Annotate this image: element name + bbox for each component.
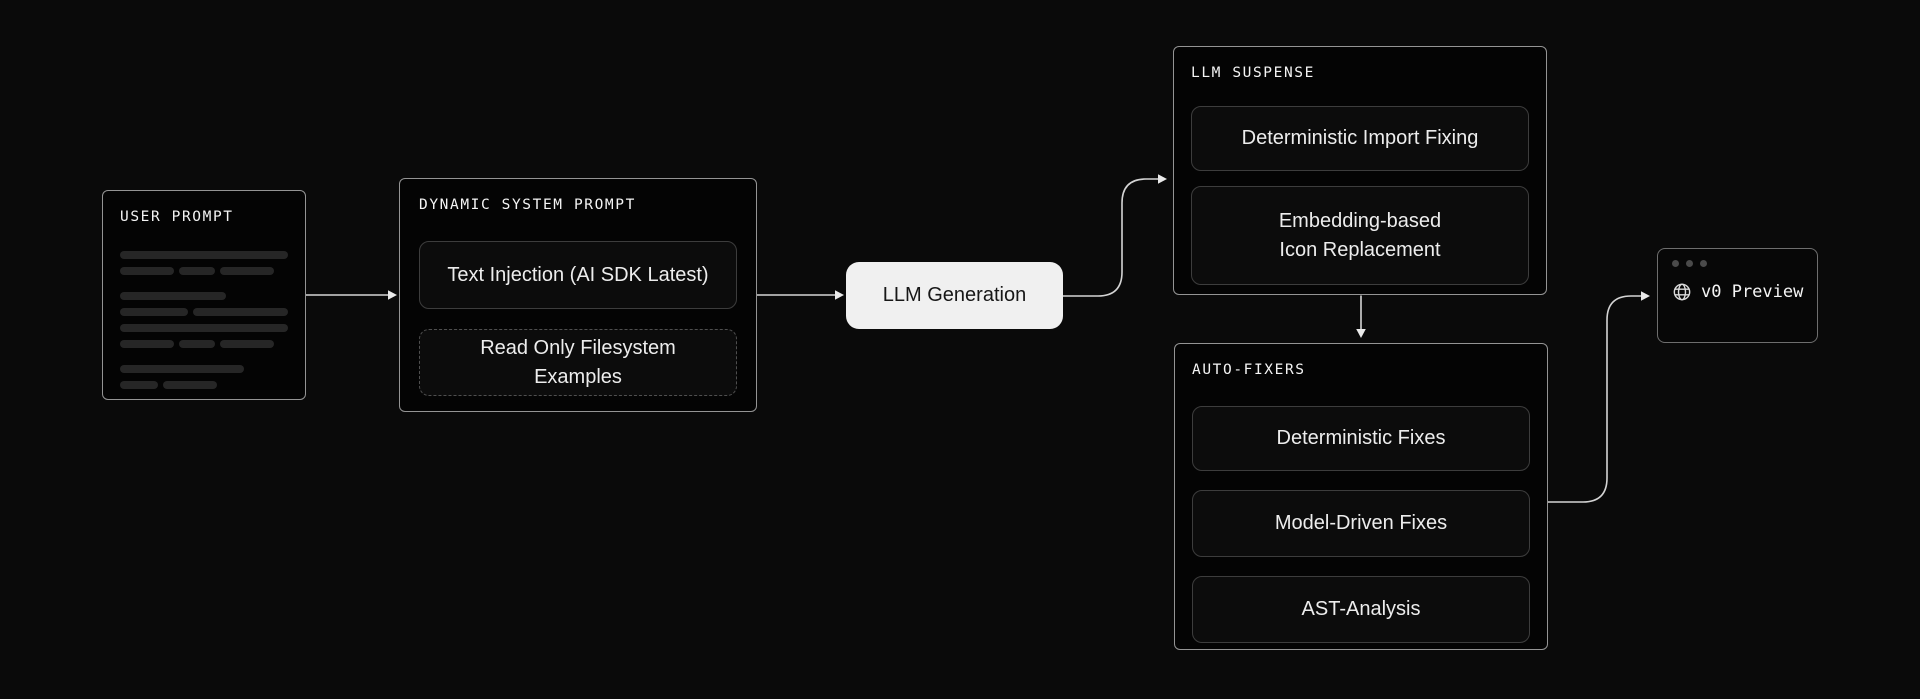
skeleton-bar xyxy=(163,381,217,389)
window-control-dots xyxy=(1672,260,1803,267)
skeleton-bar xyxy=(193,308,288,316)
node-llm-suspense: LLM SUSPENSE Deterministic Import Fixing… xyxy=(1173,46,1547,295)
skeleton-bar xyxy=(120,251,288,259)
node-v0-preview: v0 Preview xyxy=(1657,248,1818,343)
skeleton-row xyxy=(120,251,288,259)
skeleton-bar xyxy=(179,267,215,275)
skeleton-row xyxy=(120,324,288,332)
edge-dynamic-system-prompt-to-llm-generation xyxy=(756,290,844,300)
edge-llm-generation-to-llm-suspense xyxy=(1062,174,1167,297)
skeleton-row xyxy=(120,381,288,389)
node-llm-generation: LLM Generation xyxy=(846,262,1063,329)
window-dot xyxy=(1672,260,1679,267)
node-user-prompt: USER PROMPT xyxy=(102,190,306,400)
llm-suspense-title: LLM SUSPENSE xyxy=(1191,65,1315,81)
node-item-ast-analysis: AST-Analysis xyxy=(1192,576,1530,643)
skeleton-bar xyxy=(120,292,226,300)
skeleton-bar xyxy=(220,267,274,275)
window-dot xyxy=(1686,260,1693,267)
prompt-skeleton-text xyxy=(120,251,288,389)
node-item-model-driven-fixes: Model-Driven Fixes xyxy=(1192,490,1530,557)
edge-llm-suspense-to-auto-fixers xyxy=(1356,295,1366,338)
node-item-text-injection: Text Injection (AI SDK Latest) xyxy=(419,241,737,309)
skeleton-bar xyxy=(120,381,158,389)
skeleton-row xyxy=(120,340,288,348)
skeleton-row xyxy=(120,267,288,275)
globe-icon xyxy=(1673,283,1691,301)
skeleton-row xyxy=(120,365,288,373)
v0-preview-label: v0 Preview xyxy=(1701,282,1804,302)
node-item-read-only-filesystem-examples: Read Only Filesystem Examples xyxy=(419,329,737,396)
dynamic-system-prompt-title: DYNAMIC SYSTEM PROMPT xyxy=(419,197,636,213)
skeleton-bar xyxy=(179,340,215,348)
node-item-deterministic-fixes: Deterministic Fixes xyxy=(1192,406,1530,471)
node-auto-fixers: AUTO-FIXERS Deterministic Fixes Model-Dr… xyxy=(1174,343,1548,650)
skeleton-bar xyxy=(120,340,174,348)
skeleton-bar xyxy=(120,308,189,316)
node-item-embedding-based-icon-replacement: Embedding-based Icon Replacement xyxy=(1191,186,1529,285)
node-item-deterministic-import-fixing: Deterministic Import Fixing xyxy=(1191,106,1529,171)
skeleton-bar xyxy=(120,365,244,373)
skeleton-bar xyxy=(120,324,288,332)
skeleton-row xyxy=(120,292,288,300)
edge-user-prompt-to-dynamic-system-prompt xyxy=(305,290,397,300)
auto-fixers-title: AUTO-FIXERS xyxy=(1192,362,1306,378)
user-prompt-title: USER PROMPT xyxy=(120,209,234,225)
skeleton-bar xyxy=(120,267,174,275)
skeleton-row xyxy=(120,308,288,316)
window-dot xyxy=(1700,260,1707,267)
skeleton-bar xyxy=(220,340,274,348)
edge-auto-fixers-to-v0-preview xyxy=(1547,291,1650,503)
node-dynamic-system-prompt: DYNAMIC SYSTEM PROMPT Text Injection (AI… xyxy=(399,178,757,412)
